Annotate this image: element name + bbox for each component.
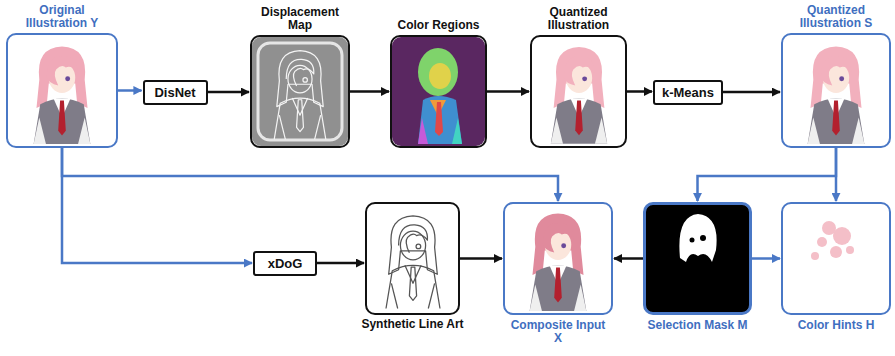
process-box: DisNet — [143, 80, 208, 105]
flow-arrow — [62, 148, 558, 201]
process-box: k-Means — [653, 80, 723, 105]
illustration-frame: Displacement Map — [250, 35, 350, 148]
illustration-frame: Original Illustration Y — [6, 33, 118, 148]
image-caption: Selection Mask M — [646, 319, 750, 332]
illustration-frame: Quantized Illustration — [530, 35, 627, 148]
flow-arrow — [460, 257, 502, 260]
image-caption: Displacement Map — [248, 6, 352, 32]
illustration-frame: Synthetic Line Art — [365, 202, 460, 315]
flow-arrow — [350, 90, 389, 93]
flow-arrow — [208, 91, 250, 94]
flow-arrow — [317, 262, 364, 265]
illustration-frame: Composite Input X — [503, 202, 613, 315]
flow-arrow — [627, 90, 652, 93]
flow-arrow — [118, 89, 142, 92]
image-caption: Synthetic Line Art — [361, 318, 465, 331]
flow-arrow — [487, 90, 529, 93]
image-caption: Color Hints H — [784, 319, 888, 332]
illustration-frame: Quantized Illustration S — [781, 33, 891, 148]
image-caption: Composite Input X — [506, 319, 610, 345]
illustration-frame: Color Hints H — [781, 202, 891, 315]
illustration-frame: Color Regions — [390, 35, 487, 148]
image-caption: Original Illustration Y — [10, 4, 114, 30]
process-label: xDoG — [268, 256, 303, 271]
flow-arrow — [835, 148, 838, 201]
illustration-frame: Selection Mask M — [643, 202, 752, 315]
image-caption: Color Regions — [387, 19, 491, 32]
flow-arrow — [698, 148, 837, 201]
process-label: k-Means — [662, 85, 714, 100]
process-label: DisNet — [154, 85, 195, 100]
image-caption: Quantized Illustration S — [784, 4, 888, 30]
process-box: xDoG — [253, 251, 317, 276]
flow-arrow — [62, 148, 252, 263]
flow-arrow — [723, 91, 780, 94]
flow-arrow — [614, 257, 643, 260]
flow-arrow — [752, 257, 780, 260]
image-caption: Quantized Illustration — [527, 6, 631, 32]
